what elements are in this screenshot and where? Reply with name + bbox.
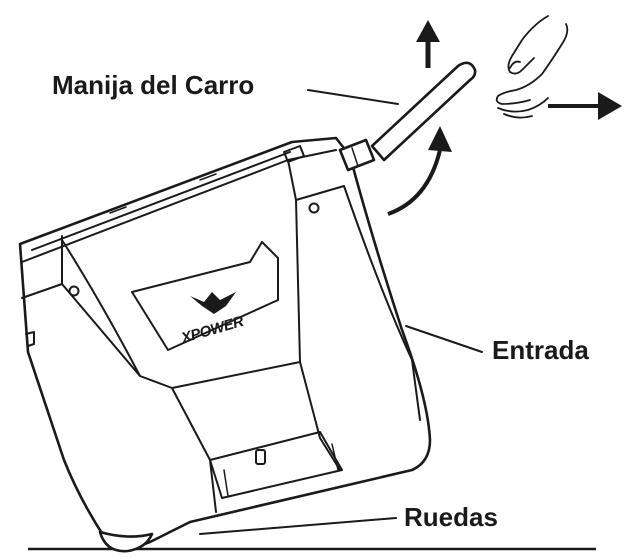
top-ridge-2 [199, 173, 217, 181]
wheels-leader [199, 517, 397, 535]
arrow-up-icon [416, 20, 440, 68]
tray-inner [223, 443, 339, 497]
front-v-panel [61, 159, 301, 389]
handle-leader [307, 89, 399, 105]
handle-base-line [351, 147, 359, 167]
arrow-right-icon [548, 92, 622, 120]
logo-panel [131, 241, 279, 351]
inner-right-edge [295, 185, 345, 201]
hand-icon [495, 15, 569, 119]
side-clip [25, 331, 35, 347]
top-face-edge [31, 151, 291, 251]
screw-left [68, 285, 80, 297]
right-inlet-panel [343, 185, 421, 421]
bottom-tray [209, 431, 343, 499]
wheel [98, 530, 154, 553]
handle-bar [370, 61, 477, 162]
top-ridge-1 [109, 206, 127, 214]
handle-label: Manija del Carro [52, 70, 254, 100]
inlet-leader [405, 325, 483, 353]
lower-recess-right [299, 361, 341, 471]
handle-base [338, 138, 376, 172]
screw-right [308, 202, 320, 214]
cart-handle [338, 61, 477, 172]
housing-outline [18, 136, 432, 548]
drain-knob [255, 449, 266, 465]
wheels-label: Ruedas [404, 502, 498, 532]
handle-mount [283, 145, 305, 163]
left-side-face [21, 283, 63, 299]
unit-body [18, 136, 432, 553]
curved-arrow-icon [387, 126, 452, 216]
brand-emblem-icon [190, 292, 236, 314]
inlet-label: Entrada [492, 335, 589, 365]
left-front-edge [61, 235, 141, 377]
